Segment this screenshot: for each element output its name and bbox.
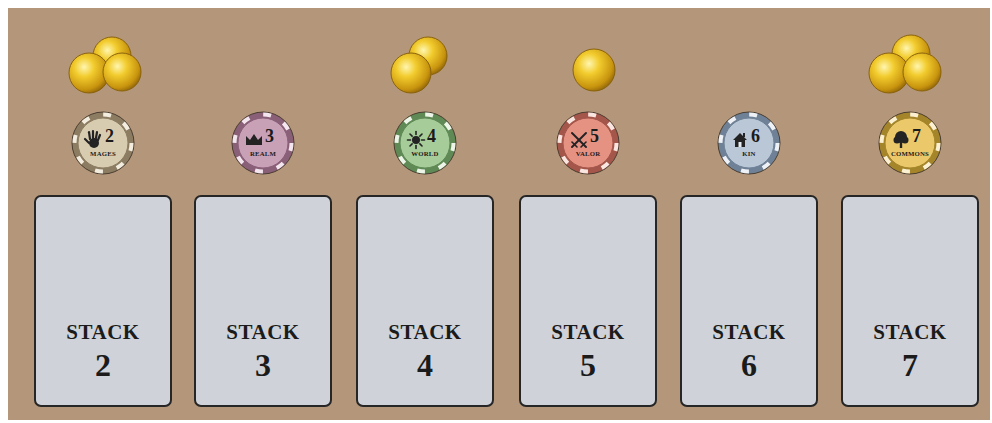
- stack-card: STACK 7: [841, 195, 979, 407]
- stack-number: 7: [902, 349, 918, 381]
- token-chip: [231, 111, 295, 175]
- house-icon: [733, 133, 747, 147]
- coin-pile: [391, 37, 447, 93]
- suit-token: 5VALOR: [556, 111, 620, 175]
- suit-token: 2MAGES: [71, 111, 135, 175]
- stack-card: STACK 6: [680, 195, 818, 407]
- crown-icon: [246, 134, 262, 145]
- suit-token: 7COMMONS: [878, 111, 942, 175]
- coin-pile: [869, 35, 941, 93]
- stack-card: STACK 2: [34, 195, 172, 407]
- token-name: COMMONS: [878, 151, 942, 158]
- stack-number: 5: [580, 349, 596, 381]
- stack-card: STACK 3: [194, 195, 332, 407]
- coin: [573, 49, 615, 91]
- board-ground: [8, 8, 990, 420]
- stack-label: STACK: [712, 322, 785, 343]
- token-value: 2: [105, 127, 114, 145]
- token-chip: [717, 111, 781, 175]
- stack-number: 6: [741, 349, 757, 381]
- stack-number: 3: [255, 349, 271, 381]
- swords-icon: [572, 133, 586, 147]
- stack-card: STACK 5: [519, 195, 657, 407]
- token-name: REALM: [231, 151, 295, 158]
- tree-icon: [894, 131, 909, 148]
- token-name: VALOR: [556, 151, 620, 158]
- suit-token: 4WORLD: [393, 111, 457, 175]
- stack-label: STACK: [226, 322, 299, 343]
- suit-token: 6KIN: [717, 111, 781, 175]
- token-value: 7: [912, 127, 921, 145]
- suit-token: 3REALM: [231, 111, 295, 175]
- token-chip: [878, 111, 942, 175]
- token-name: KIN: [717, 151, 781, 158]
- token-value: 3: [265, 127, 274, 145]
- stack-card: STACK 4: [356, 195, 494, 407]
- stack-number: 2: [95, 349, 111, 381]
- token-chip: [393, 111, 457, 175]
- stack-label: STACK: [873, 322, 946, 343]
- token-chip: [556, 111, 620, 175]
- hand-icon: [85, 131, 100, 148]
- coin-pile: [69, 37, 141, 93]
- stack-number: 4: [417, 349, 433, 381]
- stack-label: STACK: [388, 322, 461, 343]
- token-value: 4: [427, 127, 436, 145]
- stack-label: STACK: [66, 322, 139, 343]
- token-name: WORLD: [393, 151, 457, 158]
- token-value: 6: [751, 127, 760, 145]
- stack-label: STACK: [551, 322, 624, 343]
- token-name: MAGES: [71, 151, 135, 158]
- token-chip: [71, 111, 135, 175]
- token-value: 5: [590, 127, 599, 145]
- sun-icon: [408, 132, 425, 149]
